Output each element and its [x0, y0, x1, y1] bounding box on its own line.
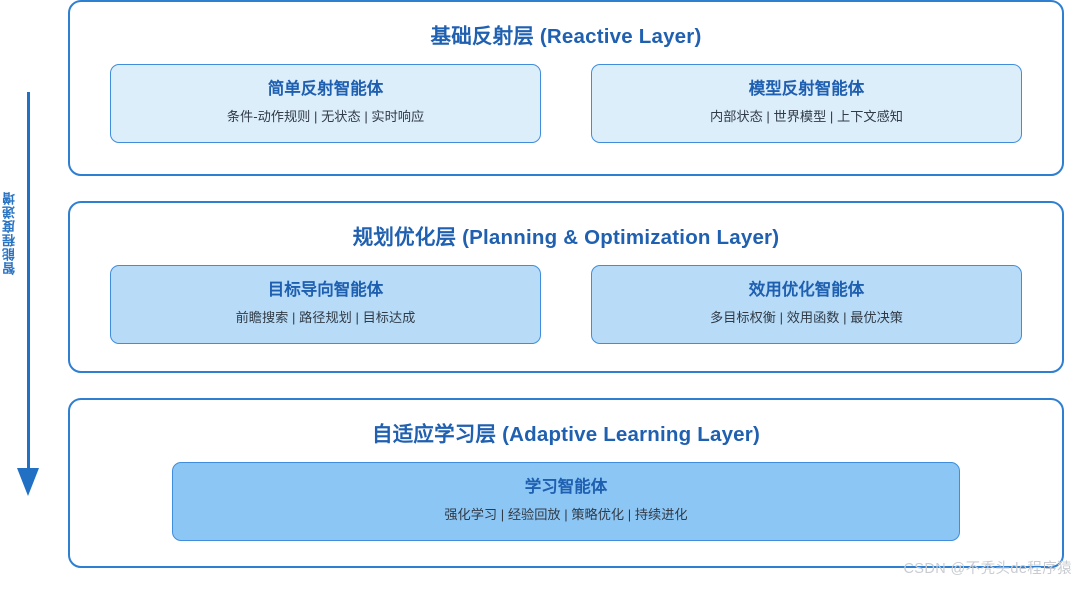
layer-card-reactive: 基础反射层 (Reactive Layer) 简单反射智能体 条件-动作规则 |…	[68, 0, 1064, 176]
agent-card[interactable]: 学习智能体 强化学习 | 经验回放 | 策略优化 | 持续进化	[172, 461, 960, 541]
agent-card-subtitle: 条件-动作规则 | 无状态 | 实时响应	[226, 109, 425, 125]
intelligence-progression-axis: 智能程度递增	[0, 0, 62, 586]
agent-card[interactable]: 目标导向智能体 前瞻搜索 | 路径规划 | 目标达成	[110, 264, 541, 344]
agent-card[interactable]: 简单反射智能体 条件-动作规则 | 无状态 | 实时响应	[110, 63, 541, 143]
watermark: CSDN @不秃头de程序猿	[903, 561, 1072, 577]
agent-card-title: 效用优化智能体	[748, 280, 865, 299]
agent-card[interactable]: 效用优化智能体 多目标权衡 | 效用函数 | 最优决策	[591, 264, 1022, 344]
layer-title: 基础反射层 (Reactive Layer)	[430, 25, 702, 48]
layer-title: 自适应学习层 (Adaptive Learning Layer)	[372, 423, 760, 446]
agent-card-title: 目标导向智能体	[267, 280, 384, 299]
axis-line	[27, 92, 30, 470]
agent-card-title: 简单反射智能体	[267, 79, 384, 98]
layer-title: 规划优化层 (Planning & Optimization Layer)	[352, 226, 780, 249]
layer-agent-list: 学习智能体 强化学习 | 经验回放 | 策略优化 | 持续进化	[110, 461, 1022, 541]
agent-card-subtitle: 内部状态 | 世界模型 | 上下文感知	[710, 109, 903, 125]
layer-agent-list: 目标导向智能体 前瞻搜索 | 路径规划 | 目标达成 效用优化智能体 多目标权衡…	[110, 264, 1022, 344]
axis-label: 智能程度递增	[2, 191, 17, 275]
layer-card-planning-optimization: 规划优化层 (Planning & Optimization Layer) 目标…	[68, 201, 1064, 373]
agent-card-title: 学习智能体	[524, 477, 608, 496]
agent-card-subtitle: 强化学习 | 经验回放 | 策略优化 | 持续进化	[444, 507, 688, 523]
layer-card-adaptive-learning: 自适应学习层 (Adaptive Learning Layer) 学习智能体 强…	[68, 398, 1064, 568]
agent-card-subtitle: 前瞻搜索 | 路径规划 | 目标达成	[235, 310, 416, 326]
layer-stack: 基础反射层 (Reactive Layer) 简单反射智能体 条件-动作规则 |…	[68, 0, 1064, 593]
agent-card-subtitle: 多目标权衡 | 效用函数 | 最优决策	[710, 310, 903, 326]
agent-card[interactable]: 模型反射智能体 内部状态 | 世界模型 | 上下文感知	[591, 63, 1022, 143]
layer-agent-list: 简单反射智能体 条件-动作规则 | 无状态 | 实时响应 模型反射智能体 内部状…	[110, 63, 1022, 143]
agent-card-title: 模型反射智能体	[748, 79, 865, 98]
down-arrow-icon	[17, 468, 39, 496]
